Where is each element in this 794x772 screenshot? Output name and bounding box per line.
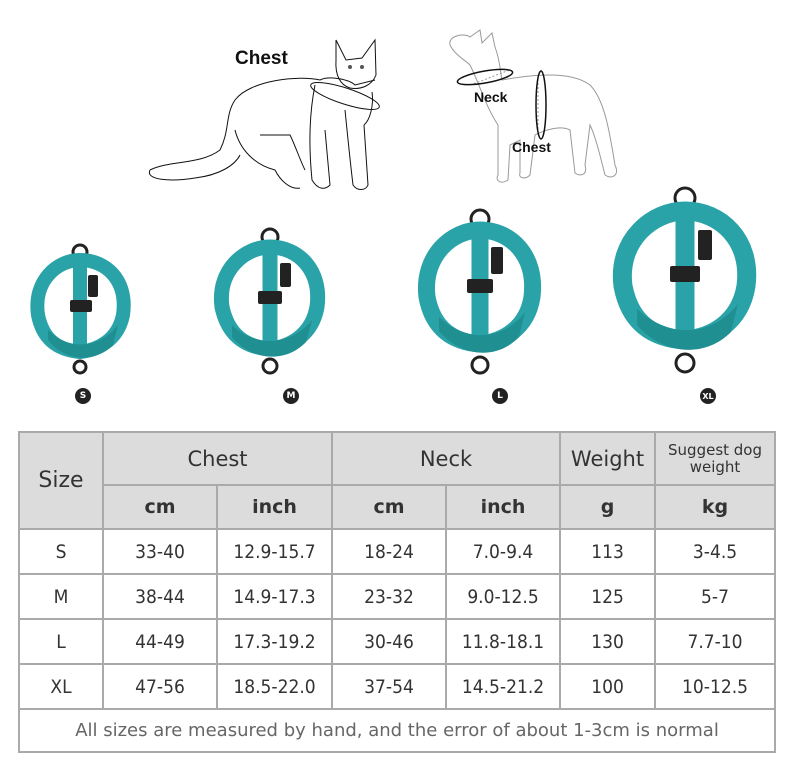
cell-neck-cm: 37-54 [331, 663, 448, 710]
cell-neck-inch: 7.0-9.4 [445, 528, 562, 575]
cell-chest-inch: 14.9-17.3 [215, 573, 334, 620]
size-chart-table: Size Chest Neck Weight Suggest dog weigh… [17, 431, 777, 753]
cell-neck-cm: 30-46 [331, 618, 448, 665]
cell-chest-inch: 12.9-15.7 [215, 528, 334, 575]
table-row: L 44-49 17.3-19.2 30-46 11.8-18.1 130 7.… [18, 618, 777, 665]
cell-weight: 100 [559, 663, 657, 710]
table-row: S 33-40 12.9-15.7 18-24 7.0-9.4 113 3-4.… [18, 528, 777, 575]
measurement-note: All sizes are measured by hand, and the … [17, 708, 777, 753]
header-neck: Neck [331, 431, 562, 486]
cell-chest-inch: 17.3-19.2 [215, 618, 334, 665]
header-weight: Weight [559, 431, 657, 486]
size-badge-xl: XL [700, 388, 716, 404]
dog-chest-label: Chest [512, 139, 551, 155]
cell-chest-cm: 33-40 [102, 528, 218, 575]
size-badge-s: S [75, 388, 91, 404]
dog-outline-icon [449, 29, 618, 183]
cell-neck-inch: 11.8-18.1 [445, 618, 562, 665]
cell-dog-kg: 5-7 [654, 573, 777, 620]
unit-weight-g: g [559, 484, 657, 530]
unit-chest-inch: inch [215, 484, 334, 530]
cell-weight: 130 [559, 618, 657, 665]
size-badge-l: L [492, 388, 508, 404]
header-suggest-dog-weight: Suggest dog weight [654, 431, 777, 486]
header-chest: Chest [101, 431, 334, 486]
size-badge-m: M [283, 388, 299, 404]
cell-dog-kg: 7.7-10 [654, 618, 777, 665]
table-row: M 38-44 14.9-17.3 23-32 9.0-12.5 125 5-7 [18, 573, 777, 620]
cell-chest-cm: 47-56 [102, 663, 218, 710]
cell-size: XL [18, 663, 104, 710]
harness-image-s [18, 240, 143, 380]
harness-icon [612, 186, 757, 374]
unit-chest-cm: cm [102, 484, 218, 530]
harness-image-xl [598, 183, 773, 380]
dog-illustration [440, 25, 630, 195]
unit-neck-inch: inch [445, 484, 562, 530]
cell-weight: 113 [559, 528, 657, 575]
cell-weight: 125 [559, 573, 657, 620]
cell-dog-kg: 10-12.5 [654, 663, 777, 710]
cat-chest-label: Chest [235, 48, 288, 69]
harness-icon [418, 208, 542, 375]
cell-dog-kg: 3-4.5 [654, 528, 777, 575]
table-row: XL 47-56 18.5-22.0 37-54 14.5-21.2 100 1… [18, 663, 777, 710]
unit-dog-kg: kg [654, 484, 777, 530]
unit-neck-cm: cm [331, 484, 448, 530]
header-size: Size [18, 431, 104, 530]
cell-size: L [18, 618, 104, 665]
harness-icon [213, 227, 326, 375]
cell-size: M [18, 573, 104, 620]
cell-size: S [18, 528, 104, 575]
cell-chest-inch: 18.5-22.0 [215, 663, 334, 710]
cell-neck-inch: 14.5-21.2 [445, 663, 562, 710]
cat-outline-icon [148, 38, 380, 190]
cell-neck-cm: 23-32 [331, 573, 448, 620]
cell-neck-inch: 9.0-12.5 [445, 573, 562, 620]
cat-illustration [140, 30, 390, 195]
cell-chest-cm: 44-49 [102, 618, 218, 665]
cell-neck-cm: 18-24 [331, 528, 448, 575]
dog-neck-label: Neck [474, 89, 508, 105]
harness-image-m [200, 225, 340, 380]
harness-image-l [405, 205, 555, 380]
harness-icon [30, 243, 131, 375]
cell-chest-cm: 38-44 [102, 573, 218, 620]
